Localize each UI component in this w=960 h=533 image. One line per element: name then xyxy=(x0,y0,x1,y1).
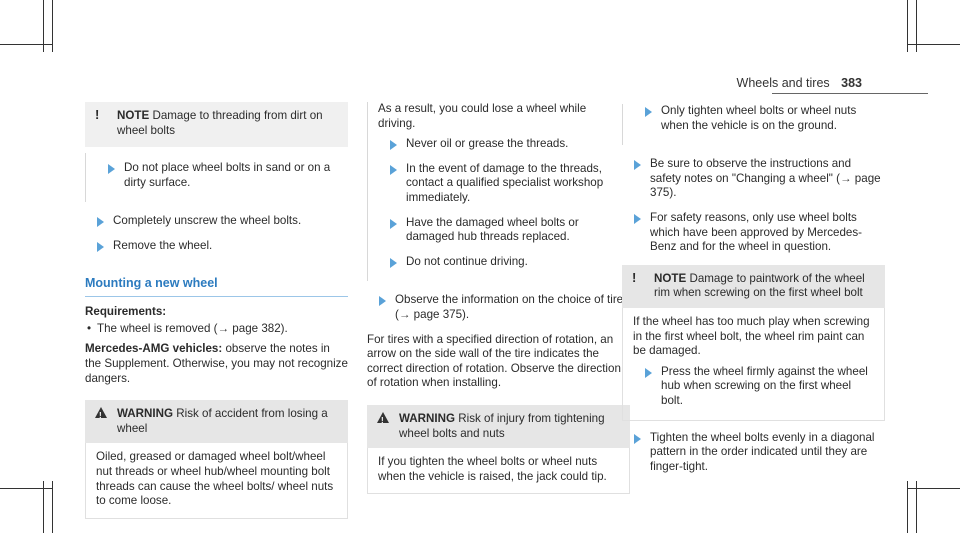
step: Do not place wheel bolts in sand or on a… xyxy=(96,161,338,190)
section-heading: Mounting a new wheel xyxy=(85,275,218,290)
paragraph: As a result, you could lose a wheel whil… xyxy=(378,102,587,130)
note-box-body: If the wheel has too much play when scre… xyxy=(622,307,885,421)
note-icon: ! xyxy=(95,107,100,122)
column-2: As a result, you could lose a wheel whil… xyxy=(367,102,630,504)
header-rule xyxy=(772,93,928,94)
warning-title: Risk of accident from losing a wheel xyxy=(117,407,328,435)
step: In the event of damage to the threads, c… xyxy=(378,162,620,206)
step: Do not continue driving. xyxy=(378,255,620,270)
amg-text: observe the notes in the Supplement. Oth… xyxy=(85,342,348,385)
arrow-icon xyxy=(634,160,641,171)
step: Remove the wheel. xyxy=(85,239,348,254)
arrow-icon xyxy=(97,217,104,228)
note-icon: ! xyxy=(632,269,637,285)
requirements-label: Requirements: xyxy=(85,305,167,319)
step: Only tighten wheel bolts or wheel nuts w… xyxy=(633,104,875,133)
crop-mark xyxy=(908,488,960,489)
crop-mark xyxy=(43,481,44,533)
warning-label: WARNING xyxy=(117,407,174,421)
step: Tighten the wheel bolts evenly in a diag… xyxy=(622,431,885,475)
warning-box-head: WARNING Risk of injury from tightening w… xyxy=(367,404,630,449)
warning-box-head: WARNING Risk of accident from losing a w… xyxy=(85,400,348,444)
arrow-icon xyxy=(390,257,397,268)
page-number: 383 xyxy=(841,76,862,90)
step: Have the damaged wheel bolts or damaged … xyxy=(378,216,620,245)
note-label: NOTE xyxy=(654,271,687,285)
step: Never oil or grease the threads. xyxy=(378,137,620,152)
arrow-icon xyxy=(390,218,397,229)
arrow-icon xyxy=(97,241,104,252)
warning-label: WARNING xyxy=(399,411,456,425)
amg-paragraph: Mercedes-AMG vehicles: observe the notes… xyxy=(85,342,348,386)
page-header: Wheels and tires 383 xyxy=(737,76,862,90)
arrow-icon xyxy=(390,164,397,175)
arrow-icon xyxy=(634,433,641,444)
arrow-icon xyxy=(634,213,641,224)
note-title: Damage to paintwork of the wheel rim whe… xyxy=(654,271,865,300)
crop-mark xyxy=(0,488,52,489)
crop-mark xyxy=(0,44,52,45)
crop-mark xyxy=(908,44,960,45)
crop-mark xyxy=(52,0,53,52)
note-label: NOTE xyxy=(117,109,150,122)
step: Press the wheel firmly against the wheel… xyxy=(633,365,874,409)
warning-box-body: Oiled, greased or damaged wheel bolt/whe… xyxy=(85,443,348,519)
crop-mark xyxy=(43,0,44,52)
warning-box-body: If you tighten the wheel bolts or wheel … xyxy=(367,448,630,495)
warning-continued: Only tighten wheel bolts or wheel nuts w… xyxy=(622,104,885,146)
warning-icon xyxy=(377,411,389,429)
crop-mark xyxy=(907,481,908,533)
paragraph: If the wheel has too much play when scre… xyxy=(633,314,870,358)
arrow-icon xyxy=(645,367,652,378)
step: Observe the information on the choice of… xyxy=(367,293,630,322)
note-title: Damage to threading from dirt on wheel b… xyxy=(117,109,323,137)
crop-mark xyxy=(52,481,53,533)
note-step-box: Do not place wheel bolts in sand or on a… xyxy=(85,153,348,203)
step: Be sure to observe the instructions and … xyxy=(622,157,885,201)
arrow-icon xyxy=(645,107,652,117)
note-box-head: ! NOTE Damage to paintwork of the wheel … xyxy=(622,264,885,308)
warning-continued: As a result, you could lose a wheel whil… xyxy=(367,102,630,282)
crop-mark xyxy=(916,481,917,533)
amg-label: Mercedes-AMG vehicles: xyxy=(85,342,223,356)
column-1: ! NOTE Damage to threading from dirt on … xyxy=(85,102,348,529)
crop-mark xyxy=(907,0,908,52)
section-title: Wheels and tires xyxy=(736,76,830,90)
warning-title: Risk of injury from tightening wheel bol… xyxy=(399,411,605,440)
arrow-icon xyxy=(379,296,386,307)
paragraph: For tires with a specified direction of … xyxy=(367,332,621,390)
arrow-icon xyxy=(390,140,397,151)
crop-mark xyxy=(916,0,917,52)
note-box: ! NOTE Damage to threading from dirt on … xyxy=(85,102,348,148)
step: For safety reasons, only use wheel bolts… xyxy=(622,211,885,255)
heading-rule xyxy=(85,296,348,298)
step: Completely unscrew the wheel bolts. xyxy=(85,214,348,229)
warning-icon xyxy=(95,407,107,424)
list-item: The wheel is removed (→ page 382). xyxy=(85,322,348,337)
arrow-icon xyxy=(108,164,115,175)
column-3: Only tighten wheel bolts or wheel nuts w… xyxy=(622,102,885,484)
